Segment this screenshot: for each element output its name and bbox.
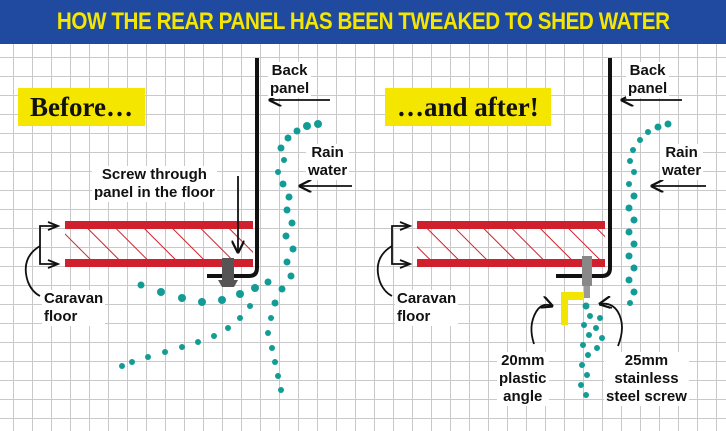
after-plastic-angle (561, 292, 584, 325)
before-floor-label: Caravan floor (42, 290, 106, 326)
before-water-drops (119, 120, 322, 393)
before-floor-bracket (24, 221, 61, 297)
after-screw (582, 256, 592, 298)
diagram-art (24, 58, 706, 398)
before-back-panel (207, 58, 259, 278)
after-screw-label: 25mm stainless steel screw (604, 352, 689, 406)
before-screw-label: Screw through panel in the floor (92, 166, 217, 202)
after-floor-bracket (376, 221, 413, 297)
before-back-panel-label: Back panel (268, 62, 312, 98)
title-banner: HOW THE REAR PANEL HAS BEEN TWEAKED TO S… (0, 0, 726, 44)
before-floor-top (65, 221, 253, 229)
after-back-panel (556, 58, 612, 278)
before-floor-core (65, 229, 253, 259)
after-rain-label: Rain water (660, 144, 704, 180)
after-water-drops (578, 120, 672, 398)
after-floor-core (417, 229, 605, 259)
after-screw-arrow (600, 304, 623, 347)
after-floor-top (417, 221, 605, 229)
before-floor (65, 221, 253, 267)
before-floor-bottom (65, 259, 253, 267)
after-badge: …and after! (385, 88, 551, 126)
after-back-panel-label: Back panel (626, 62, 670, 98)
before-badge: Before… (18, 88, 145, 126)
after-angle-label: 20mm plastic angle (497, 352, 549, 406)
after-floor-bottom (417, 259, 605, 267)
page-title: HOW THE REAR PANEL HAS BEEN TWEAKED TO S… (56, 8, 670, 35)
after-floor-label: Caravan floor (395, 290, 459, 326)
before-screw (218, 258, 238, 287)
before-rain-label: Rain water (306, 144, 350, 180)
after-floor (417, 221, 605, 267)
after-angle-arrow (530, 305, 552, 345)
